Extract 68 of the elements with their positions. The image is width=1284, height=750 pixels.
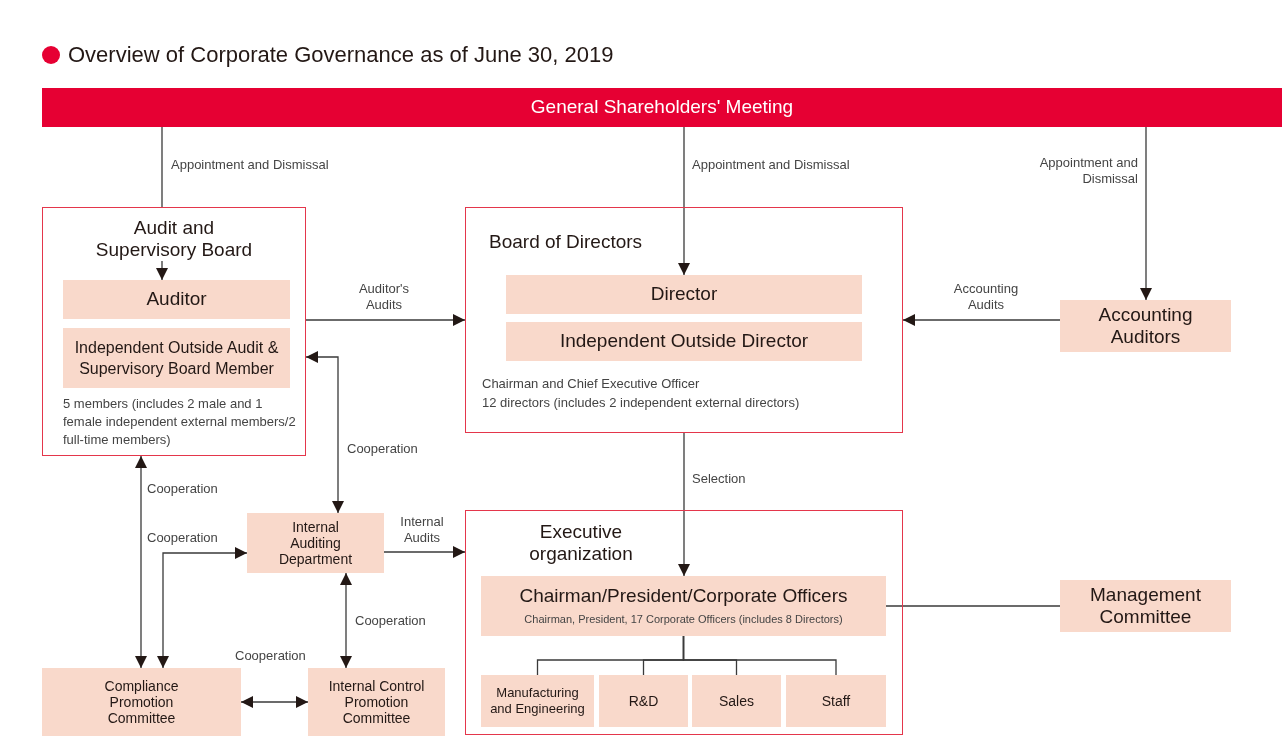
node-title: Independent Outside Director (559, 329, 809, 354)
arrow (678, 432, 690, 577)
arrow (1140, 126, 1152, 301)
connector-line (682, 635, 837, 676)
committee-box (308, 668, 445, 736)
node-note: 5 members (includes 2 male and 1 female independent external members/2 full-time members) (63, 395, 297, 449)
board-box (465, 207, 903, 433)
connector-line (161, 126, 163, 208)
node-title: Staff (821, 691, 851, 711)
node-title: Manufacturing and Engineering (489, 685, 586, 717)
edge-label: Appointment and Dismissal (171, 156, 329, 174)
node-note: Executive organization (528, 521, 634, 565)
arrow (902, 314, 1061, 326)
node-title: Compliance Promotion Committee (103, 678, 180, 726)
arrow (157, 547, 248, 669)
committee-box (1060, 580, 1231, 632)
role-box (63, 280, 290, 319)
header-band (42, 88, 1282, 127)
node-title: Internal Auditing Department (277, 519, 354, 567)
node-title: Chairman/President/Corporate Officers (519, 584, 848, 607)
connector-line (885, 605, 1061, 607)
node-title: Audit and Supervisory Board (94, 217, 254, 261)
arrow (383, 546, 466, 558)
node-title: Director (650, 282, 718, 307)
role-box (506, 275, 862, 314)
edge-label: Cooperation (235, 647, 306, 665)
arrow (305, 351, 344, 514)
arrow (156, 260, 168, 281)
edge-label: Internal Audits (399, 514, 445, 546)
node-title: R&D (628, 691, 659, 711)
node-title: Chairman, President, 17 Corporate Officers (includes 8 Directors) (524, 611, 843, 627)
node-title: Board of Directors (489, 230, 643, 254)
board-box (42, 207, 306, 456)
arrow (340, 572, 352, 669)
node-note: 12 directors (includes 2 independent external directors) (482, 394, 800, 412)
edge-label: Appointment and Dismissal (692, 156, 850, 174)
node-title: Accounting Auditors (1097, 304, 1194, 348)
node-title: Management Committee (1089, 584, 1202, 628)
edge-label: Cooperation (147, 480, 218, 498)
arrow (678, 126, 690, 276)
role-box (63, 328, 290, 388)
division-box (786, 675, 886, 727)
arrow (305, 314, 466, 326)
title: Overview of Corporate Governance as of June 30, 2019 (68, 41, 614, 69)
node-title: Internal Control Promotion Committee (327, 678, 426, 726)
node-title: General Shareholders' Meeting (530, 95, 794, 120)
arrow (240, 696, 309, 708)
node-title: Auditor (146, 287, 207, 312)
edge-label: Cooperation (147, 529, 218, 547)
node-title: Sales (719, 691, 754, 711)
role-box (506, 322, 862, 361)
edge-label: Appointment and Dismissal (1038, 155, 1138, 187)
division-box (692, 675, 781, 727)
edge-label: Accounting Audits (952, 281, 1020, 313)
node-note: Chairman and Chief Executive Officer (482, 375, 700, 393)
edge-label: Auditor's Audits (357, 281, 411, 313)
edge-label: Selection (692, 470, 746, 488)
organization-box (465, 510, 903, 735)
edge-label: Cooperation (355, 612, 426, 630)
committee-box (42, 668, 241, 736)
role-box (1060, 300, 1231, 352)
arrow (135, 455, 147, 669)
role-box (481, 576, 886, 636)
department-box (247, 513, 384, 573)
edge-label: Cooperation (347, 440, 418, 458)
node-title: Independent Outside Audit & Supervisory Board Member (73, 338, 280, 379)
division-box (599, 675, 688, 727)
division-box (481, 675, 594, 727)
